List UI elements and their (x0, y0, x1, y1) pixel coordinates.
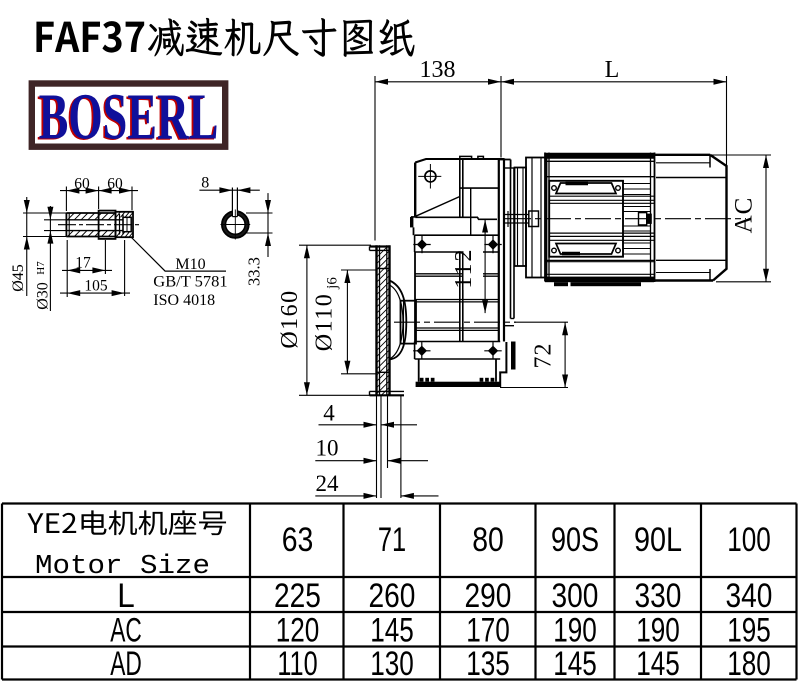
svg-text:120: 120 (276, 612, 320, 650)
svg-text:8: 8 (201, 175, 209, 192)
svg-text:90L: 90L (634, 521, 682, 559)
svg-text:Ø45: Ø45 (10, 264, 27, 292)
svg-text:GB/T 5781: GB/T 5781 (153, 273, 227, 290)
svg-text:180: 180 (727, 645, 771, 682)
svg-text:112: 112 (451, 247, 477, 288)
svg-text:60: 60 (107, 176, 123, 193)
svg-text:L: L (117, 577, 135, 615)
svg-text:4: 4 (323, 400, 335, 425)
svg-text:340: 340 (726, 577, 773, 615)
svg-text:71: 71 (378, 521, 406, 559)
svg-text:290: 290 (465, 577, 512, 615)
svg-text:145: 145 (636, 645, 680, 682)
svg-text:AC: AC (731, 197, 758, 234)
svg-text:Ø110: Ø110 (312, 293, 338, 351)
svg-text:BOSERL: BOSERL (39, 80, 219, 153)
svg-text:BOSERL: BOSERL (37, 82, 217, 155)
svg-text:60: 60 (74, 176, 90, 193)
svg-text:190: 190 (553, 612, 597, 650)
svg-text:105: 105 (84, 278, 108, 295)
svg-text:10: 10 (316, 436, 339, 461)
svg-text:145: 145 (553, 645, 597, 682)
svg-text:63: 63 (282, 521, 314, 559)
svg-text:33.3: 33.3 (245, 257, 264, 286)
svg-text:260: 260 (369, 577, 416, 615)
svg-text:17: 17 (75, 255, 91, 272)
svg-text:j6: j6 (325, 277, 341, 290)
svg-text:330: 330 (635, 577, 682, 615)
svg-text:100: 100 (727, 521, 771, 559)
svg-text:H7: H7 (35, 261, 47, 275)
svg-text:AC: AC (110, 612, 142, 650)
svg-text:190: 190 (636, 612, 680, 650)
svg-text:195: 195 (727, 612, 771, 650)
svg-text:72: 72 (531, 343, 557, 369)
svg-text:Motor Size: Motor Size (35, 552, 210, 582)
svg-text:80: 80 (472, 521, 504, 559)
svg-text:L: L (605, 57, 620, 83)
svg-text:138: 138 (420, 57, 456, 83)
svg-text:Ø160: Ø160 (277, 289, 303, 348)
svg-text:90S: 90S (551, 521, 599, 559)
svg-text:M10: M10 (175, 256, 205, 273)
svg-text:Ø30: Ø30 (35, 282, 52, 310)
svg-text:135: 135 (466, 645, 510, 682)
svg-text:170: 170 (466, 612, 510, 650)
svg-text:110: 110 (277, 645, 317, 682)
svg-text:AD: AD (110, 645, 142, 682)
svg-text:225: 225 (274, 577, 321, 615)
svg-text:24: 24 (316, 471, 340, 496)
svg-text:145: 145 (370, 612, 414, 650)
svg-text:130: 130 (370, 645, 414, 682)
svg-text:300: 300 (552, 577, 599, 615)
svg-text:ISO 4018: ISO 4018 (153, 292, 215, 309)
